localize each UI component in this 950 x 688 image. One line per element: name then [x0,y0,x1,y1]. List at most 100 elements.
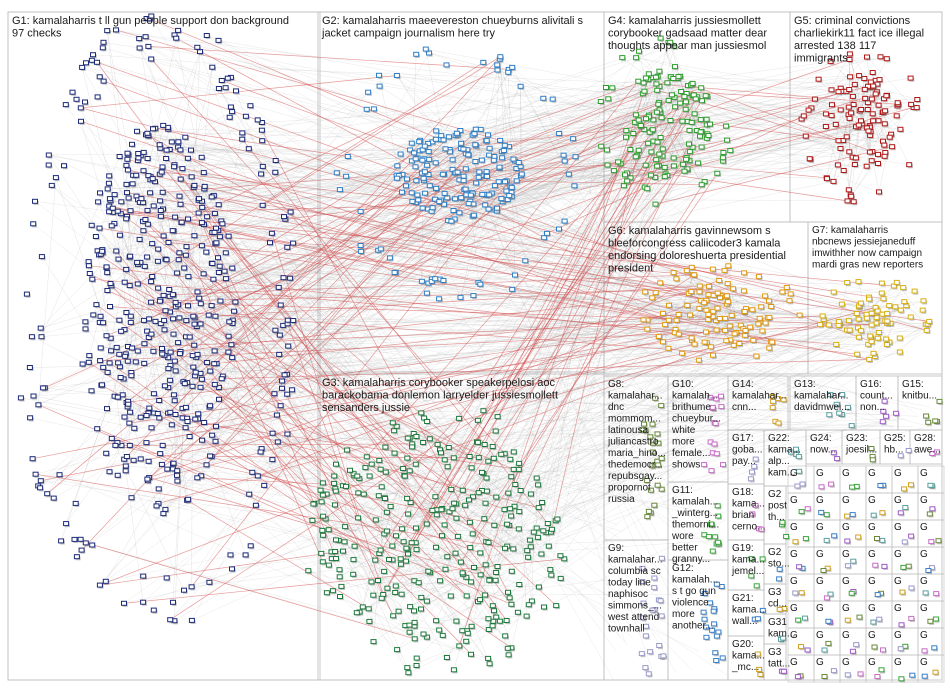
edge-to-g16 [162,418,884,446]
node-g6 [657,280,664,286]
node-g3 [405,511,412,517]
node-g5 [889,144,896,150]
node-g1 [207,403,214,409]
node-g1 [141,341,148,347]
edge-inter-g4-g5 [681,91,815,100]
node-g4 [630,131,637,136]
node-g2 [432,276,439,282]
node-g3 [496,618,503,624]
edge-inter-g3-g7 [486,306,896,479]
edge-intra-g6 [713,311,735,334]
node-g1 [113,27,119,33]
edge-inter-g1-g5 [152,159,811,244]
edge-intra-g4 [626,95,706,182]
node-g1 [191,321,198,327]
node-g3 [340,548,346,554]
node-g4 [683,156,690,162]
edge-inter-g2-g6 [473,295,707,301]
edge-inter-g1-g2 [117,202,417,476]
node-g1 [116,317,123,323]
edge-intra-g7 [858,281,872,338]
node-g3 [382,444,389,450]
edge-intra-g7 [889,287,904,306]
edge-inter-g1-g2 [136,131,485,195]
node-g5 [869,70,876,75]
node-g5 [843,134,850,140]
node-g1 [102,578,109,584]
node-g3 [490,455,497,461]
edge-inter-g1-g3 [175,306,512,477]
node-g6 [740,288,747,294]
node-g3 [516,509,523,515]
edge-inter-g1-g3 [162,166,408,459]
edge-inter-g1-g2 [159,174,441,203]
node-g6 [691,341,698,347]
node-g2 [472,142,479,148]
edge-inter-g1-g6 [100,300,790,349]
node-g5 [875,161,881,166]
node-g3 [411,636,418,642]
edge-inter-g3-g7 [409,332,880,607]
node-g6 [683,268,690,274]
edge-inter-g1-g3 [168,129,508,525]
edge-inter-g3-g4 [510,143,690,517]
node-g1 [242,113,249,119]
node-g1 [85,359,92,365]
edge-intra-g5 [849,102,898,152]
node-g1 [218,376,225,382]
edge-inter-g1-g6 [127,158,709,320]
node-g1 [183,244,190,250]
node-g1 [146,316,153,322]
edge-intra-g6 [700,300,759,325]
edge-inter-g1-g3 [149,318,424,443]
edge-intra-g1 [198,198,278,442]
edge-inter-g1-g3 [271,233,384,595]
edge-inter-g3-g4 [460,181,705,563]
node-g4 [695,160,702,166]
node-g1 [125,401,132,407]
edge-to-g14 [501,151,744,423]
edge-inter-g1-g6 [170,274,695,620]
edge-intra-g6 [678,295,766,315]
edge-inter-g1-g4 [128,173,666,199]
node-g3 [332,502,338,508]
node-g1 [96,582,103,588]
edge-to-g9 [248,148,617,652]
edge-inter-g2-g6 [486,140,675,333]
node-g3 [508,474,515,480]
node-g4 [670,155,677,161]
edge-intra-g1 [165,258,288,395]
node-g3 [319,559,326,565]
node-g1 [176,250,183,256]
node-g1 [156,298,163,304]
node-g2 [494,205,500,211]
node-g3 [554,516,561,522]
node-g3 [433,618,440,624]
edge-inter-g1-g4 [219,100,669,267]
node-g1 [136,236,143,242]
node-g3 [485,539,492,545]
node-g1 [62,102,69,108]
node-g1 [142,34,149,40]
node-g1 [229,109,236,115]
node-g3 [482,500,489,506]
node-g6 [762,320,769,326]
node-g1 [206,579,213,585]
edge-inter-g4-g5 [687,127,867,169]
node-layer [17,13,944,683]
node-g2 [498,196,505,202]
edge-inter-g3-g4 [366,96,685,458]
edge-inter-g2-g4 [511,176,665,197]
node-g3 [466,519,473,525]
node-g5 [875,102,882,108]
edge-inter-g1-g6 [80,120,669,321]
node-g3 [486,577,493,583]
node-g3 [466,497,472,503]
edge-intra-g7 [883,287,904,299]
edge-intra-g3 [446,546,531,658]
node-g4 [688,119,695,125]
edge-intra-g3 [470,509,505,548]
edge-intra-g3 [429,438,548,524]
node-g2 [413,51,420,57]
node-g3 [501,507,508,513]
